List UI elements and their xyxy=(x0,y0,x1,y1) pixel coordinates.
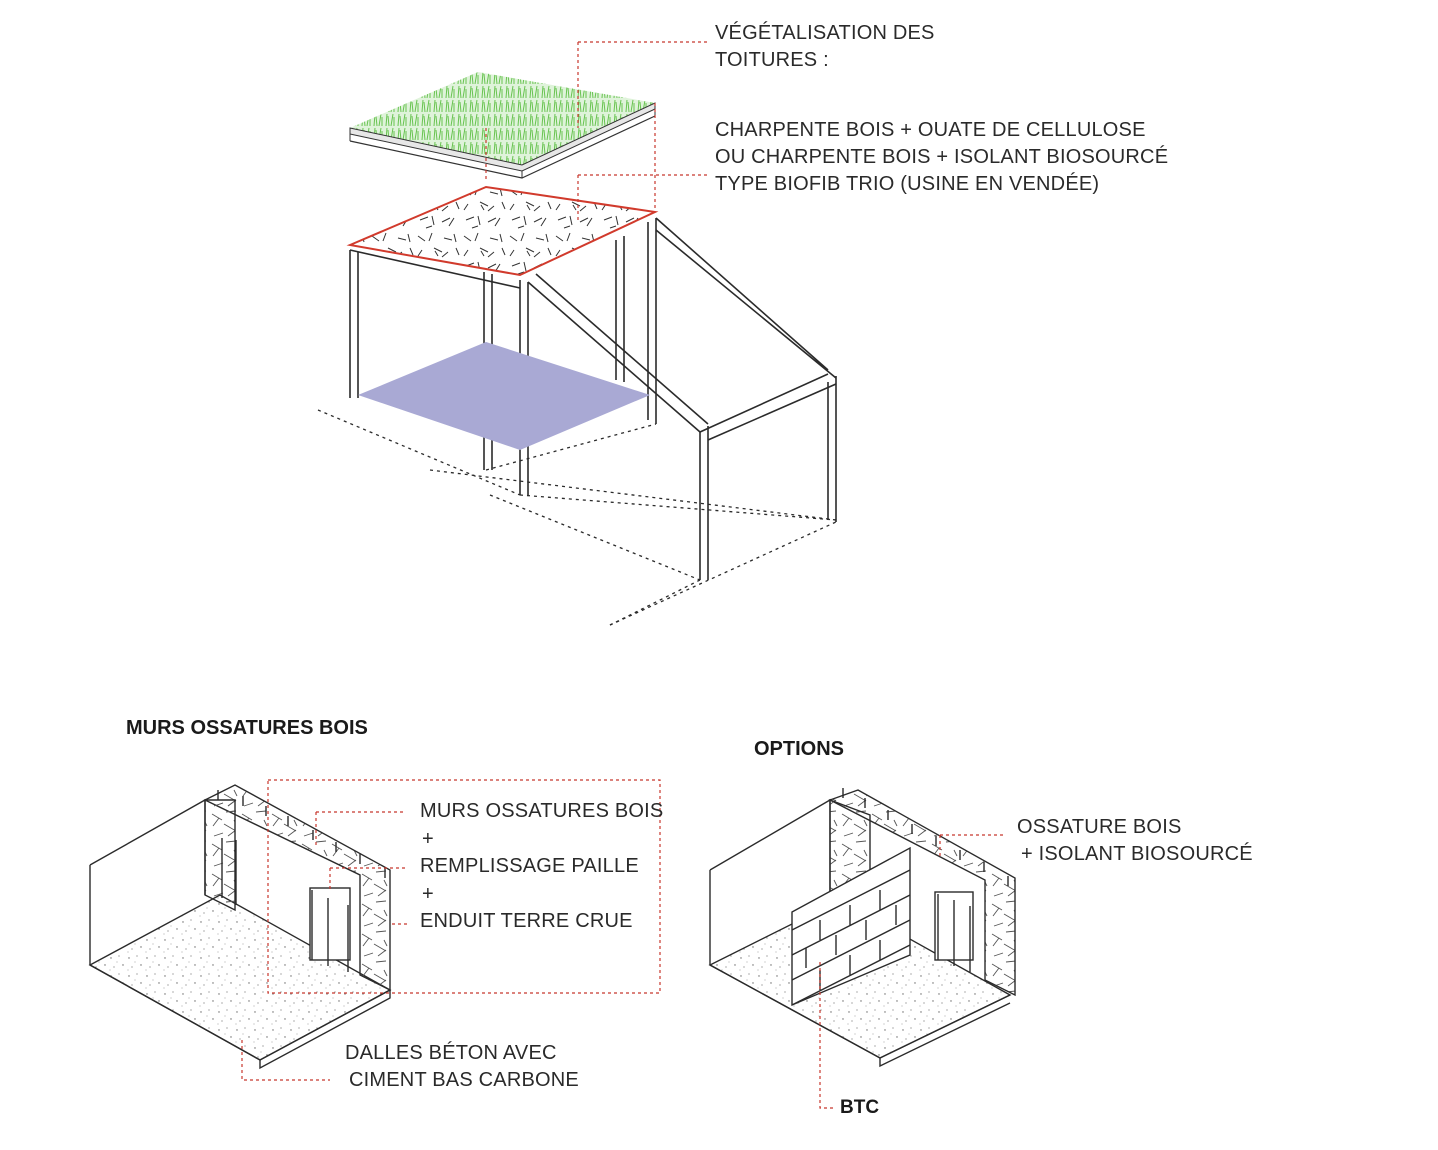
wall-label-plus-2: + xyxy=(422,882,434,905)
roof-leader-lines xyxy=(485,41,708,222)
green-roof-label-line-2: TOITURES : xyxy=(715,49,829,71)
options-leader-lines xyxy=(819,834,1005,1109)
wall-label-line-2: REMPLISSAGE PAILLE xyxy=(420,855,639,877)
wall-leader-lines xyxy=(241,779,661,1081)
slab-label: DALLES BÉTON AVEC CIMENT BAS CARBONE xyxy=(345,1040,579,1094)
floor-area xyxy=(358,342,650,450)
btc-label: BTC xyxy=(840,1097,880,1118)
wall-label-line-1: MURS OSSATURES BOIS xyxy=(420,800,664,822)
wall-room-axo xyxy=(88,784,392,1070)
roof-structure-insulation xyxy=(346,185,659,277)
options-frame-label-line-1: OSSATURE BOIS xyxy=(1017,816,1182,838)
roof-structure-label-line-3: TYPE BIOFIB TRIO (USINE EN VENDÉE) xyxy=(715,173,1100,195)
options-frame-label: OSSATURE BOIS + ISOLANT BIOSOURCÉ xyxy=(1017,814,1253,868)
wall-label-plus-1: + xyxy=(422,827,434,850)
green-roof-layer xyxy=(349,72,656,179)
roof-structure-label: CHARPENTE BOIS + OUATE DE CELLULOSE OU C… xyxy=(715,117,1168,198)
options-section-title: OPTIONS xyxy=(754,738,845,760)
options-room-axo xyxy=(708,788,1016,1068)
roof-structure-label-line-1: CHARPENTE BOIS + OUATE DE CELLULOSE xyxy=(715,119,1146,141)
options-frame-label-line-2: + ISOLANT BIOSOURCÉ xyxy=(1021,843,1253,865)
ground-dashed-lines xyxy=(317,409,837,626)
green-roof-label: VÉGÉTALISATION DES TOITURES : xyxy=(715,20,935,74)
roof-structure-label-line-2: OU CHARPENTE BOIS + ISOLANT BIOSOURCÉ xyxy=(715,146,1169,168)
wall-composition-label: MURS OSSATURES BOIS + REMPLISSAGE PAILLE… xyxy=(420,798,663,936)
walls-section-title: MURS OSSATURES BOIS xyxy=(126,717,368,739)
wall-label-line-3: ENDUIT TERRE CRUE xyxy=(420,910,633,932)
slab-label-line-2: CIMENT BAS CARBONE xyxy=(349,1069,579,1091)
green-roof-label-line-1: VÉGÉTALISATION DES xyxy=(715,22,935,44)
slab-label-line-1: DALLES BÉTON AVEC xyxy=(345,1042,557,1064)
